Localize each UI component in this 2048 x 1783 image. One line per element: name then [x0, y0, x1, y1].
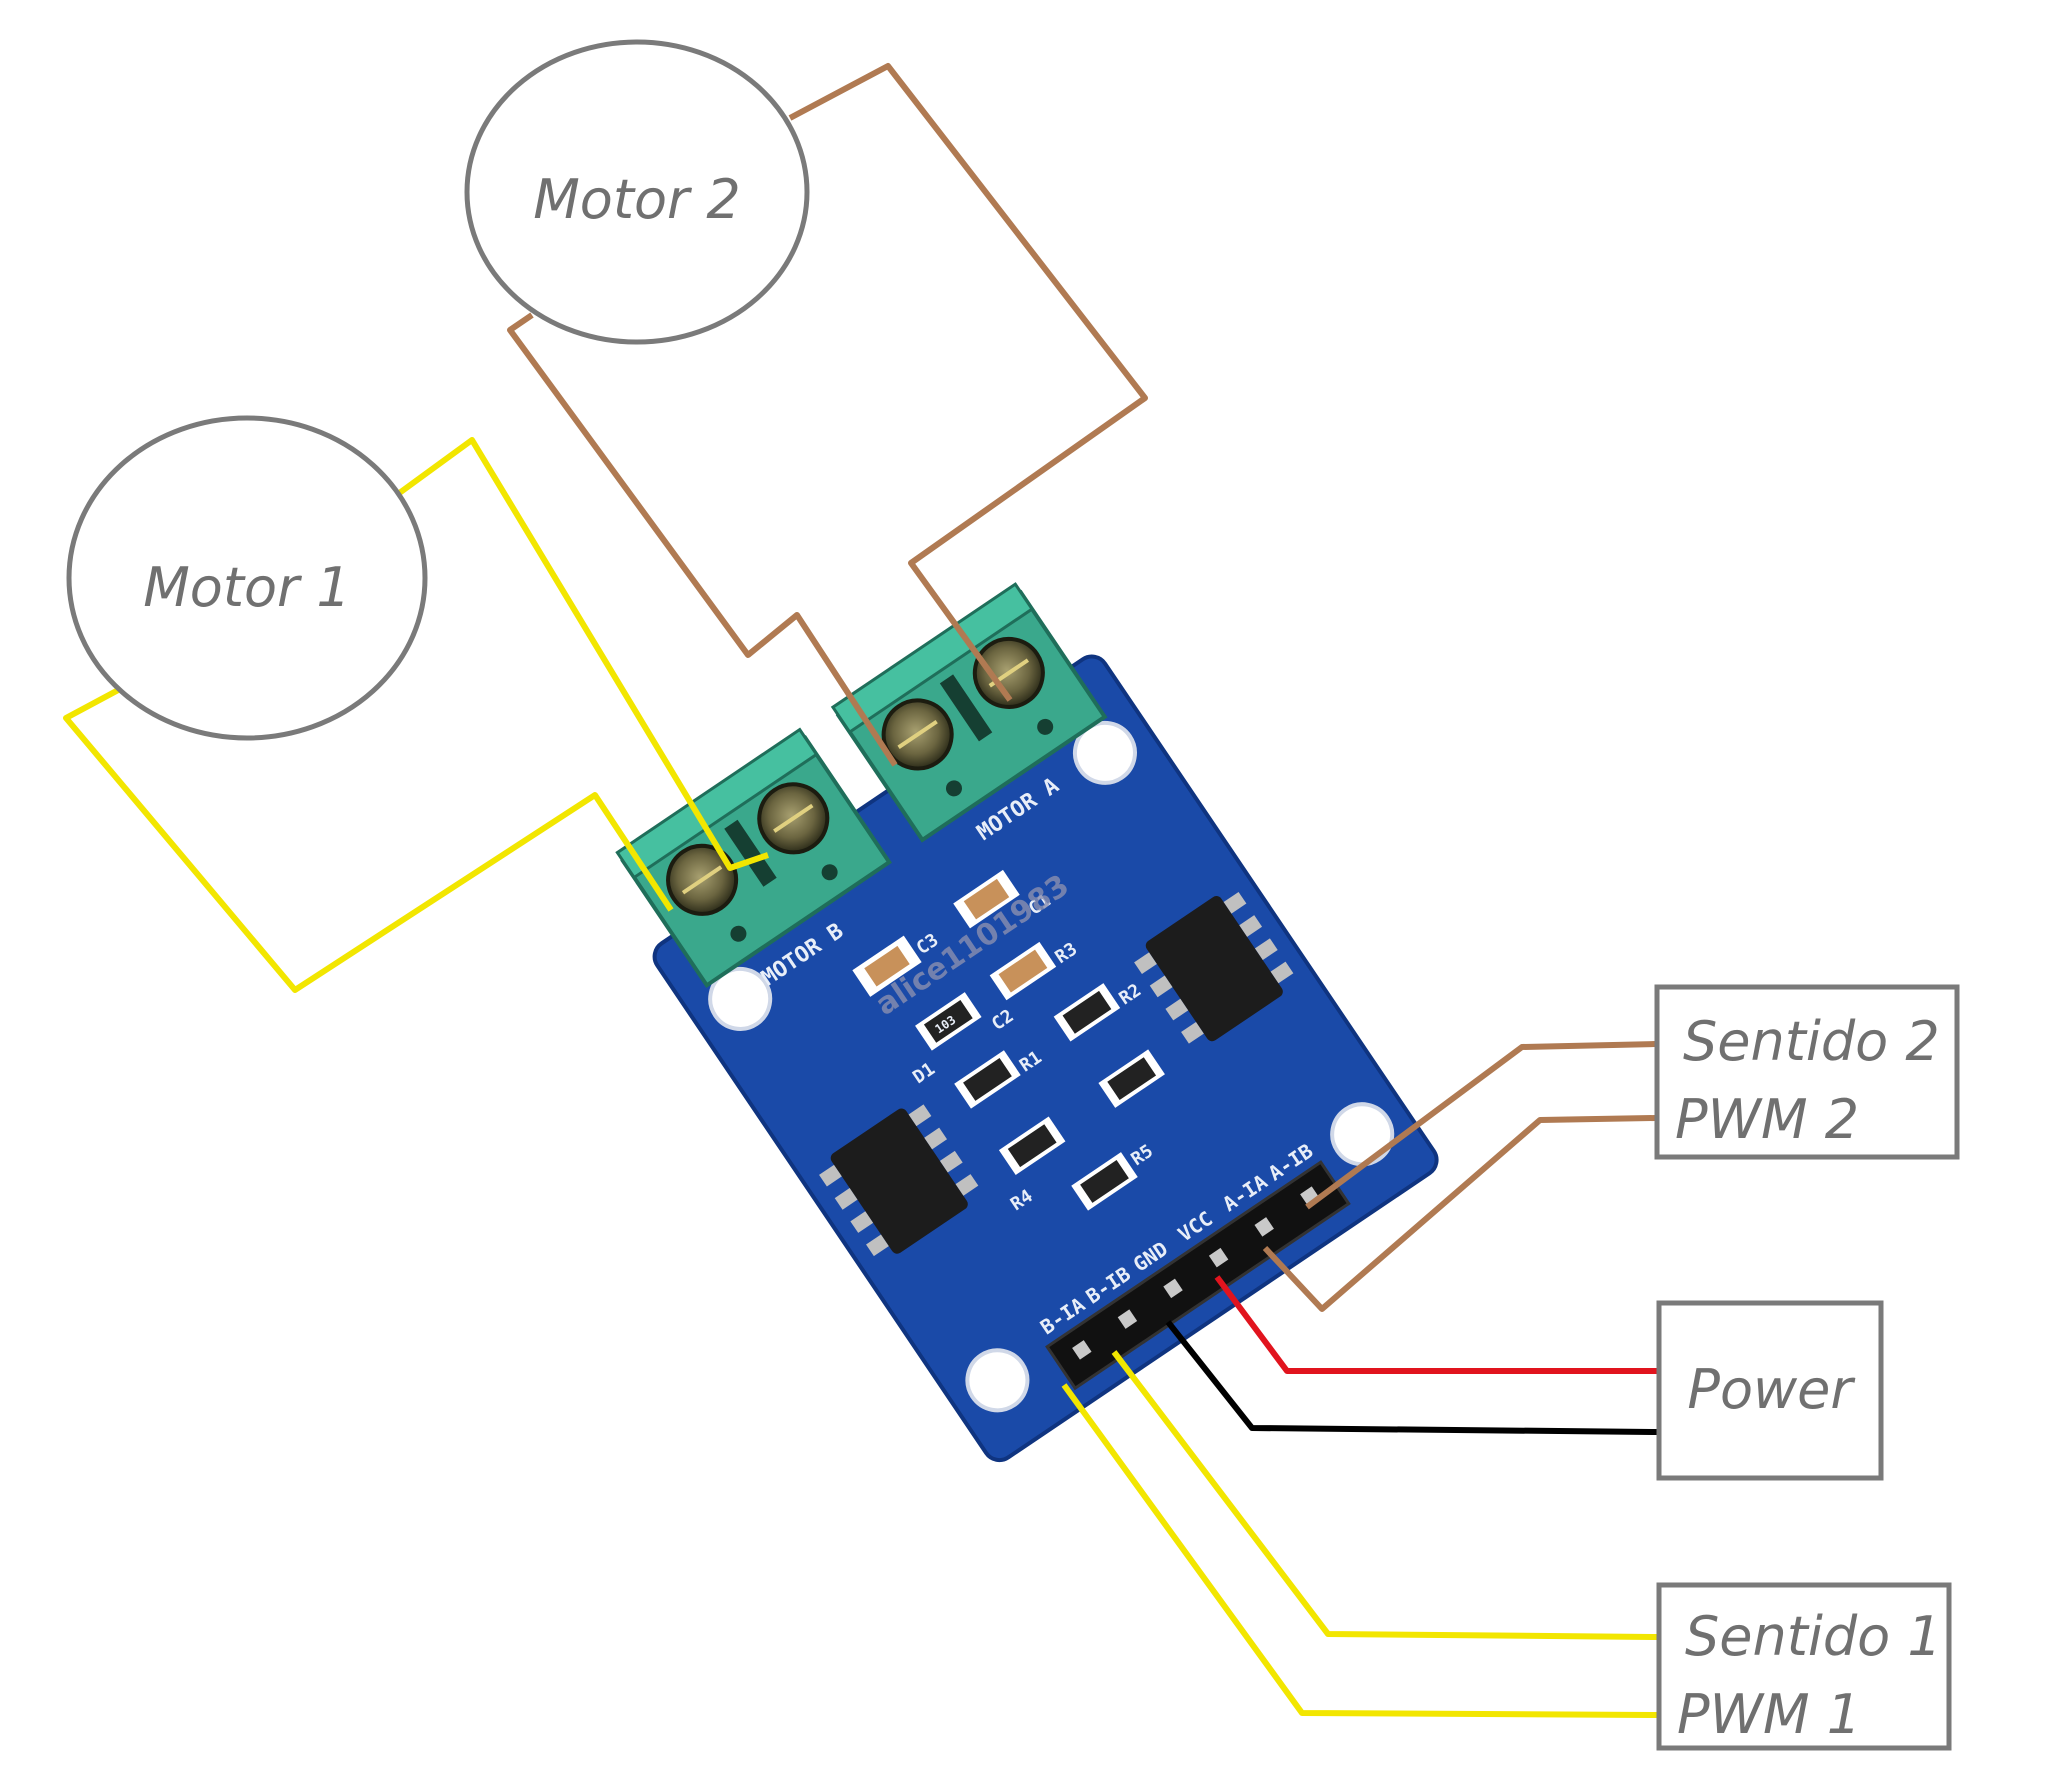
signal1-box-frame — [1656, 1582, 1952, 1751]
motor-1: Motor 1 — [66, 415, 428, 741]
sentido2-wire — [1305, 1041, 1656, 1210]
sentido2-label: Sentido 2 — [1683, 1010, 1940, 1073]
motor-2-circle — [464, 39, 810, 345]
smd-components — [852, 869, 1165, 1211]
power-positive-wire — [1214, 1275, 1657, 1374]
h-bridge-board: MOTOR B MOTOR A — [615, 582, 1439, 1463]
motor1-wire-left — [63, 685, 674, 993]
motor-1-label: Motor 1 — [143, 556, 351, 619]
pwm1-wire — [1061, 1383, 1658, 1718]
driver-chip-left — [819, 1104, 979, 1257]
signal1-box: Sentido 1 PWM 1 — [1656, 1582, 1952, 1751]
mounting-hole — [965, 1348, 1030, 1413]
pwm2-label: PWM 2 — [1675, 1088, 1859, 1151]
signal2-box: Sentido 2 PWM 2 — [1654, 984, 1960, 1160]
signal2-box-frame — [1654, 984, 1960, 1160]
motor-2: Motor 2 — [464, 39, 810, 345]
motor1-wire-right — [396, 437, 769, 871]
sentido1-label: Sentido 1 — [1685, 1605, 1942, 1668]
pwm1-label: PWM 1 — [1677, 1683, 1861, 1746]
motor2-wire-right — [788, 63, 1148, 702]
sentido1-wire — [1111, 1350, 1658, 1640]
pwm2-wire — [1262, 1115, 1656, 1312]
power-box: Power — [1656, 1300, 1884, 1481]
driver-chip-right — [1134, 891, 1294, 1044]
mounting-hole — [1330, 1102, 1395, 1167]
motor-2-label: Motor 2 — [533, 168, 741, 231]
motor2-wire-left — [507, 312, 898, 767]
power-box-frame — [1656, 1300, 1884, 1481]
motor-1-circle — [66, 415, 428, 741]
power-ground-wire — [1165, 1320, 1658, 1435]
power-label: Power — [1687, 1358, 1855, 1421]
